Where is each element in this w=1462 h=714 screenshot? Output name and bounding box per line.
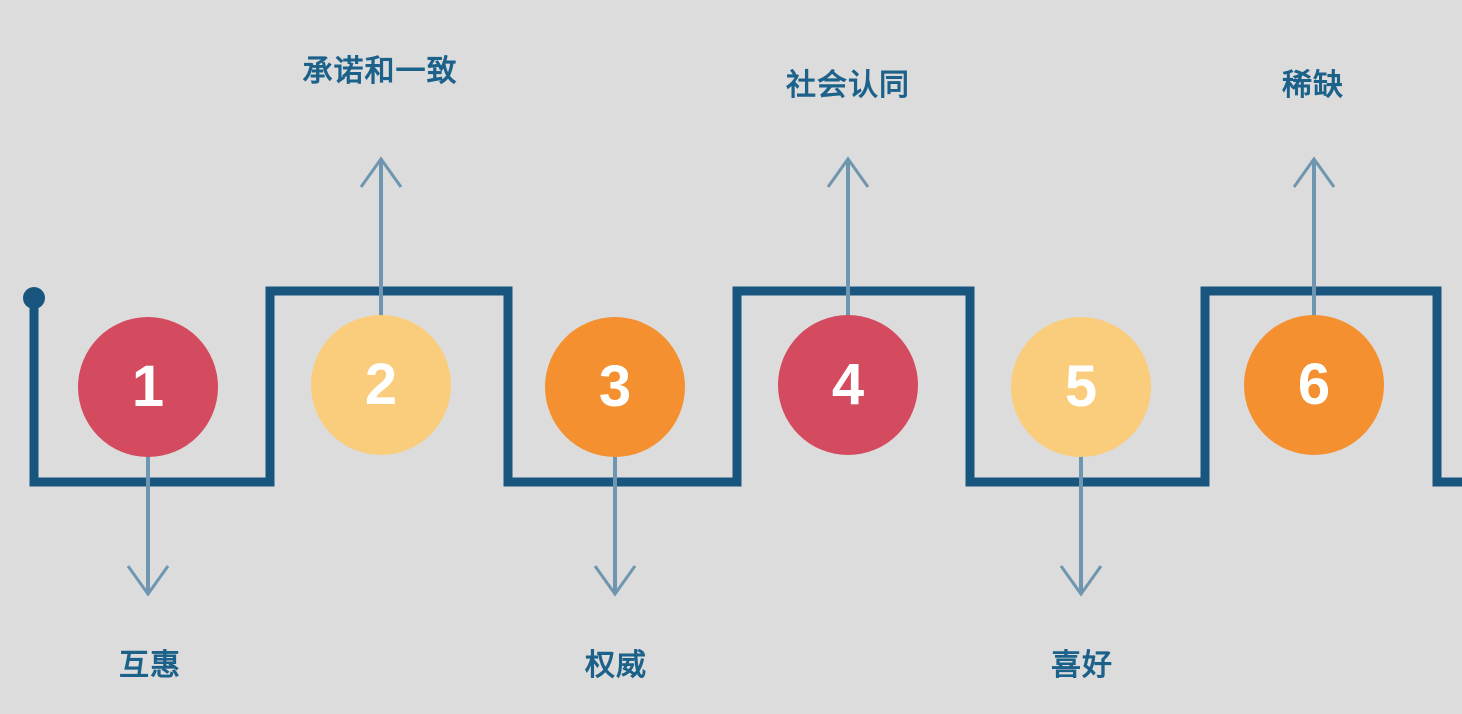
step-label-2: 承诺和一致 <box>302 55 458 88</box>
step-label-1: 互惠 <box>119 649 181 682</box>
arrow-down-icon-1 <box>126 450 170 597</box>
step-circle-2[interactable]: 2 <box>311 315 451 455</box>
step-label-3: 权威 <box>585 649 647 682</box>
step-number-4: 4 <box>831 352 865 417</box>
step-circle-6[interactable]: 6 <box>1244 315 1384 455</box>
step-label-4: 社会认同 <box>786 69 910 102</box>
arrow-up-icon-4 <box>826 156 870 322</box>
step-circle-1[interactable]: 1 <box>78 317 218 457</box>
step-number-5: 5 <box>1064 354 1098 419</box>
step-number-2: 2 <box>364 352 398 417</box>
wave-start-dot <box>23 287 45 309</box>
arrow-down-icon-3 <box>593 450 637 597</box>
arrow-up-icon-2 <box>359 156 403 322</box>
step-number-1: 1 <box>131 354 165 419</box>
wave-path <box>29 286 1462 487</box>
step-label-5: 喜好 <box>1051 649 1113 682</box>
step-label-6: 稀缺 <box>1282 69 1344 102</box>
step-number-6: 6 <box>1297 352 1331 417</box>
step-circle-4[interactable]: 4 <box>778 315 918 455</box>
step-circle-5[interactable]: 5 <box>1011 317 1151 457</box>
arrow-down-icon-5 <box>1059 450 1103 597</box>
step-number-3: 3 <box>598 354 632 419</box>
arrow-up-icon-6 <box>1292 156 1336 322</box>
step-circle-3[interactable]: 3 <box>545 317 685 457</box>
